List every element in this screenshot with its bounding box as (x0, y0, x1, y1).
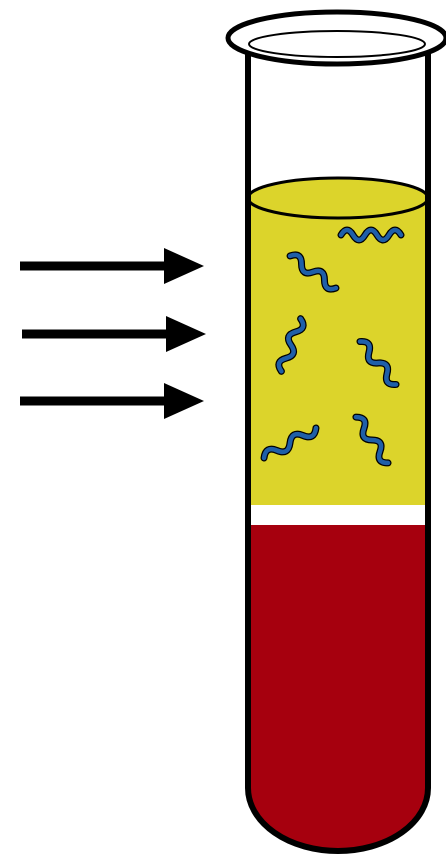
upper-layer-meniscus (248, 178, 428, 218)
layer-gap (248, 505, 428, 525)
arrow-1 (20, 248, 204, 284)
arrow-2 (22, 316, 206, 352)
arrow-3 (20, 383, 204, 419)
lower-layer (248, 525, 428, 851)
upper-layer (248, 198, 428, 505)
